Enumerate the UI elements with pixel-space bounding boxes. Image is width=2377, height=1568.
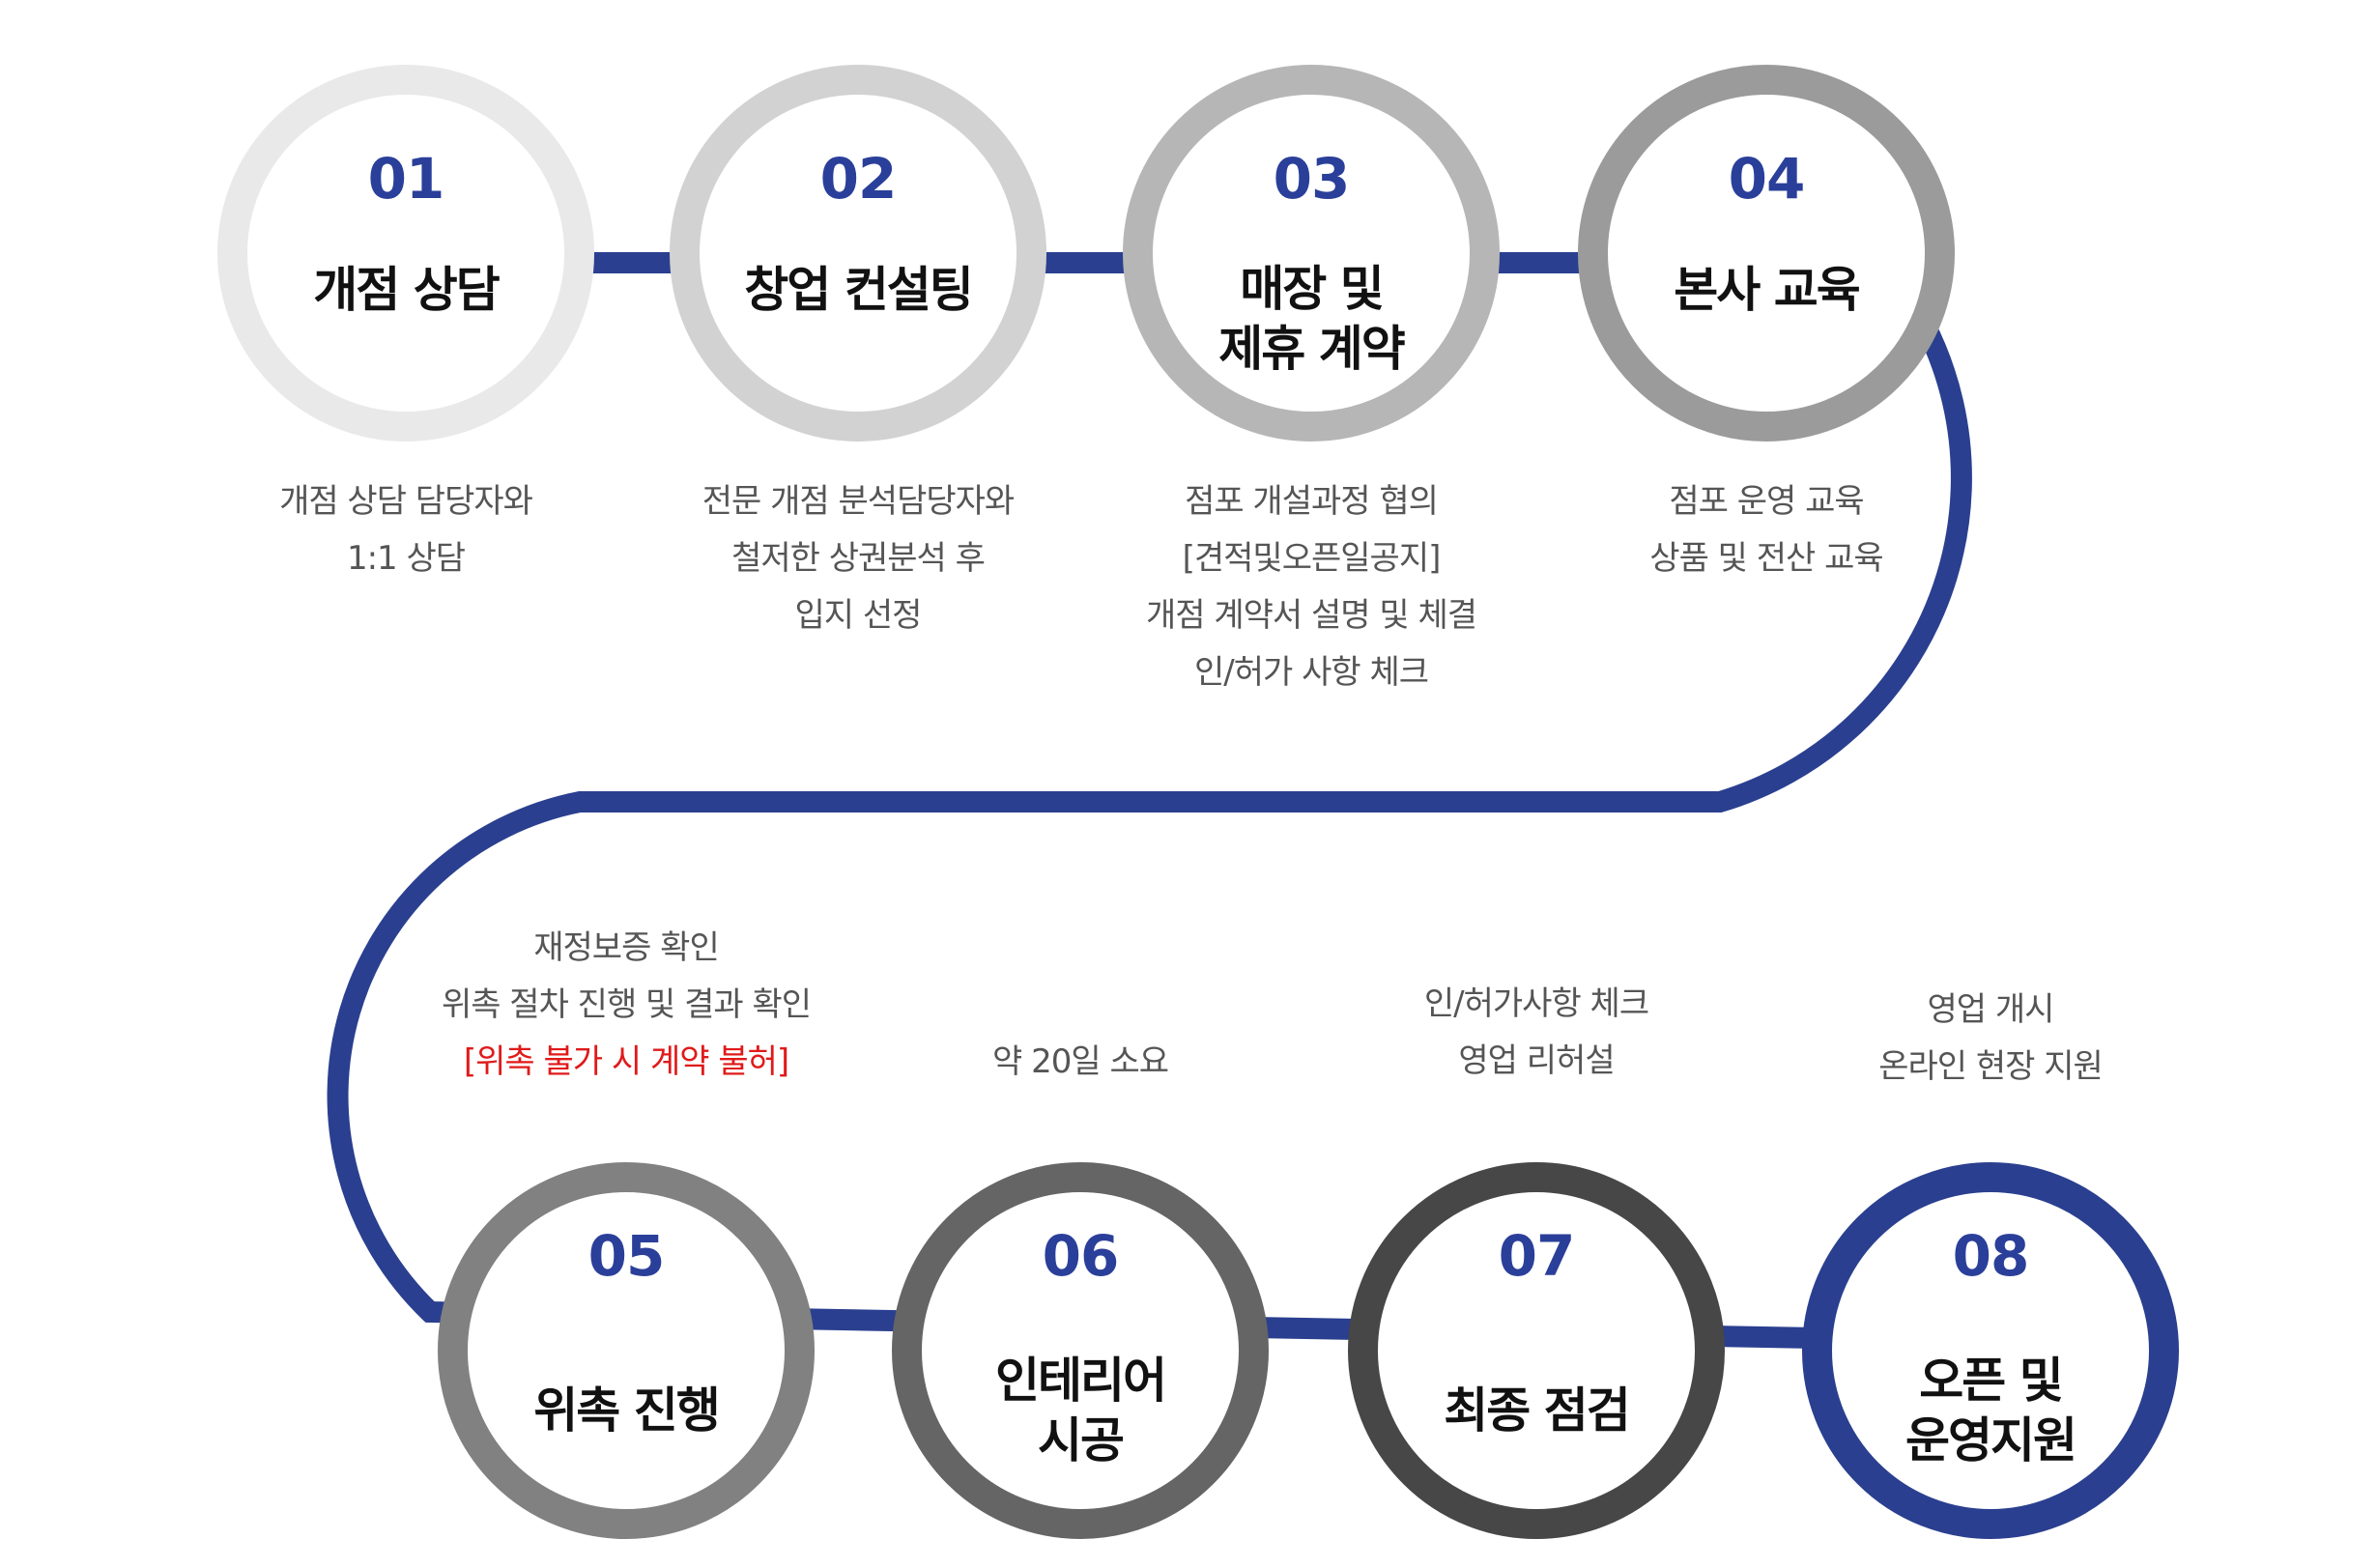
description-line: 재정보증 확인 bbox=[533, 928, 720, 967]
description-line: 약 20일 소요 bbox=[992, 1042, 1169, 1081]
step-4-number: 04 bbox=[1728, 146, 1806, 212]
description-line: 위촉 절차 진행 및 결과 확인 bbox=[441, 985, 812, 1024]
step-5-circle: 05 위촉 진행 bbox=[438, 1162, 815, 1539]
step-1-number: 01 bbox=[367, 146, 445, 212]
step-6-description: 약 20일 소요 bbox=[829, 1034, 1332, 1091]
step-4-circle: 04 본사 교육 bbox=[1578, 65, 1955, 442]
step-5-number: 05 bbox=[587, 1223, 666, 1289]
step-3-title: 매장 및 제휴 계약 bbox=[1218, 261, 1405, 377]
step-1-description: 개점 상담 담당자와 1:1 상담 bbox=[155, 473, 657, 587]
description-line: 개점 상담 담당자와 bbox=[279, 482, 533, 521]
step-5-title: 위촉 진행 bbox=[533, 1383, 720, 1439]
description-line: 전문 개점 분석담당자와 bbox=[702, 482, 1015, 521]
description-line: 상품 및 전산 교육 bbox=[1649, 539, 1883, 578]
connecting-path-line bbox=[327, 252, 1972, 1352]
step-7-circle: 07 최종 점검 bbox=[1348, 1162, 1725, 1539]
step-8-circle: 08 오픈 및 운영지원 bbox=[1802, 1162, 2179, 1539]
step-6-circle: 06 인테리어 시공 bbox=[892, 1162, 1269, 1539]
description-line: 인/허가사항 체크 bbox=[1423, 984, 1649, 1023]
step-1-circle: 01 개점 상담 bbox=[217, 65, 594, 442]
step-6-number: 06 bbox=[1042, 1223, 1120, 1289]
description-line: 인/허가 사항 체크 bbox=[1193, 653, 1429, 692]
step-6-title: 인테리어 시공 bbox=[995, 1353, 1167, 1468]
step-3-circle: 03 매장 및 제휴 계약 bbox=[1123, 65, 1500, 442]
description-line: 입지 선정 bbox=[794, 596, 923, 635]
description-line: 철저한 상권분석 후 bbox=[731, 539, 986, 578]
step-2-title: 창업 컨설팅 bbox=[744, 262, 973, 318]
step-3-number: 03 bbox=[1273, 146, 1351, 212]
description-line: 개점 계약서 설명 및 체결 bbox=[1145, 596, 1477, 635]
step-7-title: 최종 점검 bbox=[1444, 1383, 1630, 1439]
step-7-number: 07 bbox=[1498, 1223, 1576, 1289]
step-1-title: 개점 상담 bbox=[313, 262, 500, 318]
description-line: 점포 운영 교육 bbox=[1669, 482, 1864, 521]
description-line: 영업 리허설 bbox=[1458, 1041, 1615, 1080]
step-8-number: 08 bbox=[1952, 1223, 2030, 1289]
step-8-title: 오픈 및 운영지원 bbox=[1905, 1353, 2077, 1468]
description-line: 온라인 현장 지원 bbox=[1878, 1047, 2104, 1086]
step-2-circle: 02 창업 컨설팅 bbox=[670, 65, 1046, 442]
description-line: [견적및오픈일공지] bbox=[1182, 539, 1442, 578]
warning-note: [위촉 불가 시 계약 불허] bbox=[463, 1042, 789, 1081]
description-line: 영업 개시 bbox=[1927, 990, 2055, 1029]
step-2-number: 02 bbox=[819, 146, 898, 212]
description-line: 점포 개설과정 협의 bbox=[1185, 482, 1439, 521]
description-line: 1:1 상담 bbox=[346, 539, 466, 578]
step-4-title: 본사 교육 bbox=[1674, 262, 1860, 318]
